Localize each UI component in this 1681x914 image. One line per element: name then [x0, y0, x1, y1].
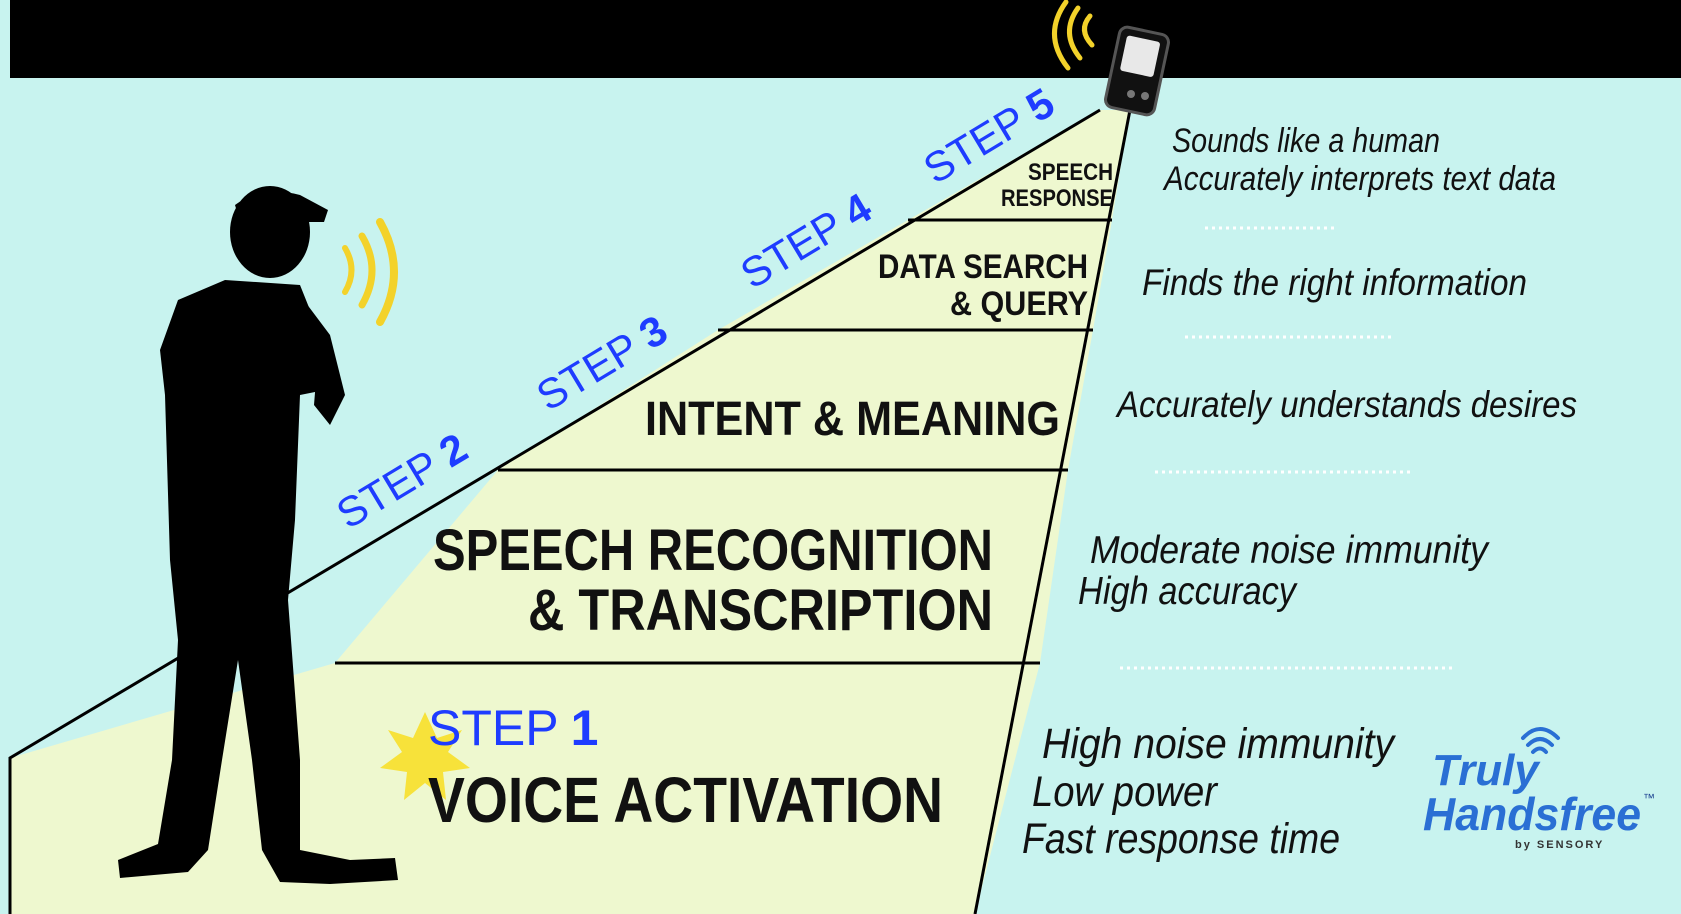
band-step-3: [498, 330, 1093, 470]
desc-step-4-line-1: Finds the right information: [1142, 262, 1527, 303]
desc-step-1-line-2: Low power: [1032, 768, 1218, 816]
logo-line-1: Truly: [1432, 746, 1541, 795]
desc-step-1-line-1: High noise immunity: [1042, 720, 1396, 768]
desc-step-5-line-1: Sounds like a human: [1172, 122, 1440, 160]
title-step-4-line-1: DATA SEARCH: [878, 248, 1088, 286]
phone-icon: [1104, 25, 1170, 117]
right-edge-line: [973, 109, 1132, 914]
logo-line-2: Handsfree: [1423, 788, 1641, 840]
top-bar: [10, 0, 1681, 78]
desc-step-2-line-1: Moderate noise immunity: [1090, 529, 1490, 572]
title-step-2-line-2: & TRANSCRIPTION: [528, 578, 993, 643]
title-step-4-line-2: & QUERY: [950, 285, 1088, 323]
signal-waves-icon: [1052, 0, 1095, 71]
title-step-5-line-2: RESPONSE: [1001, 185, 1113, 212]
logo-signal-icon: [1521, 727, 1560, 754]
sound-waves-icon: [342, 218, 398, 326]
title-step-1: VOICE ACTIVATION: [428, 764, 943, 836]
desc-step-1-line-3: Fast response time: [1022, 815, 1340, 863]
logo-trademark: ™: [1643, 791, 1655, 805]
band-step-2: [335, 470, 1068, 663]
stair-slope-line: [8, 108, 1101, 914]
desc-step-3-line-1: Accurately understands desires: [1115, 384, 1577, 425]
logo-byline: by SENSORY: [1515, 839, 1604, 851]
desc-step-5-line-2: Accurately interprets text data: [1162, 160, 1556, 198]
truly-handsfree-logo: Truly Handsfree ™ by SENSORY: [1423, 727, 1655, 851]
band-step-4: [718, 220, 1112, 330]
desc-step-2-line-2: High accuracy: [1078, 570, 1298, 613]
person-silhouette-icon: [118, 186, 398, 884]
starburst-icon: [380, 712, 470, 800]
title-step-2-line-1: SPEECH RECOGNITION: [433, 518, 993, 583]
title-step-5-line-1: SPEECH: [1028, 159, 1113, 186]
title-step-3: INTENT & MEANING: [645, 393, 1060, 446]
